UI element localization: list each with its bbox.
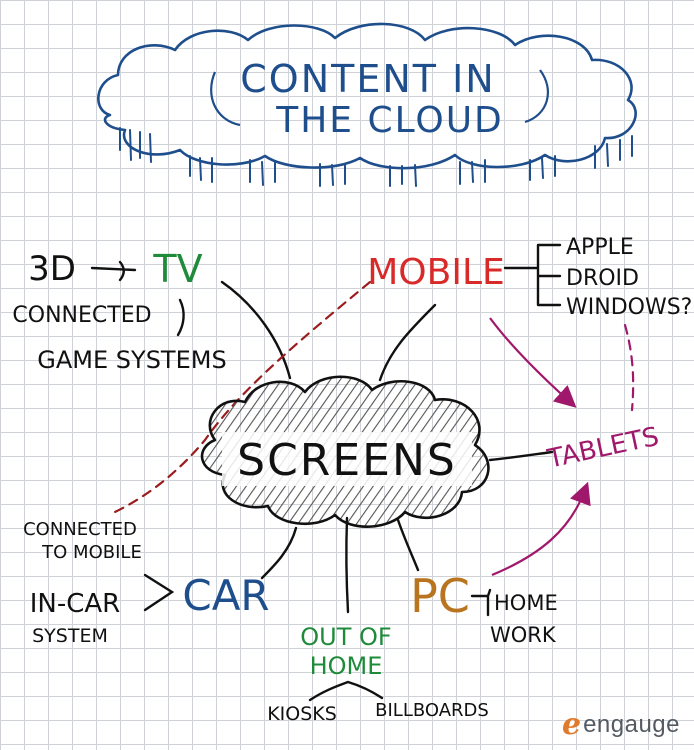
line-tv-connected bbox=[118, 260, 125, 282]
line-screens-ooh bbox=[345, 516, 350, 614]
cloud-title-line2: THE CLOUD bbox=[275, 100, 504, 141]
engauge-logo: e engauge bbox=[562, 710, 680, 740]
car-item-in-car: IN-CAR bbox=[30, 589, 121, 619]
pc-item-home: HOME bbox=[494, 591, 558, 615]
mobile-label: MOBILE bbox=[367, 252, 505, 293]
mobile-item-apple: APPLE bbox=[566, 235, 634, 260]
line-screens-pc bbox=[396, 518, 420, 572]
car-label: CAR bbox=[182, 571, 269, 620]
mobile-item-droid: DROID bbox=[566, 266, 639, 291]
tablets-label: TABLETS bbox=[544, 422, 662, 475]
tv-item-connected: CONNECTED bbox=[12, 303, 151, 328]
line-screens-tablets bbox=[488, 450, 554, 462]
car-item-system: SYSTEM bbox=[32, 625, 108, 647]
content-cloud: CONTENT IN THE CLOUD bbox=[97, 22, 637, 187]
line-tv-screens bbox=[220, 280, 292, 380]
ooh-item-kiosks: KIOSKS bbox=[267, 703, 337, 725]
cloud-title-line1: CONTENT IN bbox=[240, 57, 495, 101]
screens-label: SCREENS bbox=[237, 435, 457, 486]
pc-label: PC bbox=[410, 569, 470, 623]
arrow-mobile-tablets bbox=[489, 317, 577, 408]
line-mobile-screens bbox=[378, 303, 437, 382]
mobile-item-windows: WINDOWS? bbox=[566, 295, 692, 320]
pc-item-work: WORK bbox=[490, 623, 557, 647]
line-pc-bracket bbox=[470, 588, 492, 617]
line-mobile-bracket bbox=[503, 243, 562, 307]
engauge-logo-word: engauge bbox=[583, 711, 680, 738]
content-cloud-inner-curl bbox=[210, 69, 549, 127]
ooh-label-line1: OUT OF bbox=[300, 623, 391, 651]
content-cloud-outline bbox=[97, 22, 637, 170]
dashed-windows-tablets bbox=[623, 323, 635, 412]
tv-item-game-systems: GAME SYSTEMS bbox=[37, 346, 226, 374]
rain-lines bbox=[119, 127, 633, 187]
ooh-item-billboards: BILLBOARDS bbox=[375, 700, 489, 721]
tablet-arrows bbox=[489, 317, 591, 577]
ooh-label-line2: HOME bbox=[310, 652, 383, 680]
engauge-logo-mark: e bbox=[561, 707, 582, 742]
screens-label-bg bbox=[222, 432, 472, 486]
car-item-to-mobile: TO MOBILE bbox=[41, 542, 142, 563]
line-tv-game bbox=[176, 298, 185, 337]
tv-label: TV bbox=[152, 247, 202, 291]
line-ooh-bracket bbox=[308, 680, 384, 702]
tv-item-3d: 3D bbox=[28, 249, 76, 289]
car-item-connected: CONNECTED bbox=[23, 519, 137, 540]
connector-lines bbox=[90, 243, 562, 702]
line-screens-car bbox=[260, 526, 298, 580]
arrow-pc-tablets bbox=[491, 481, 591, 577]
line-car-bracket bbox=[143, 573, 175, 612]
line-3d-tv bbox=[90, 266, 137, 272]
screens-cloud: SCREENS bbox=[200, 375, 490, 528]
